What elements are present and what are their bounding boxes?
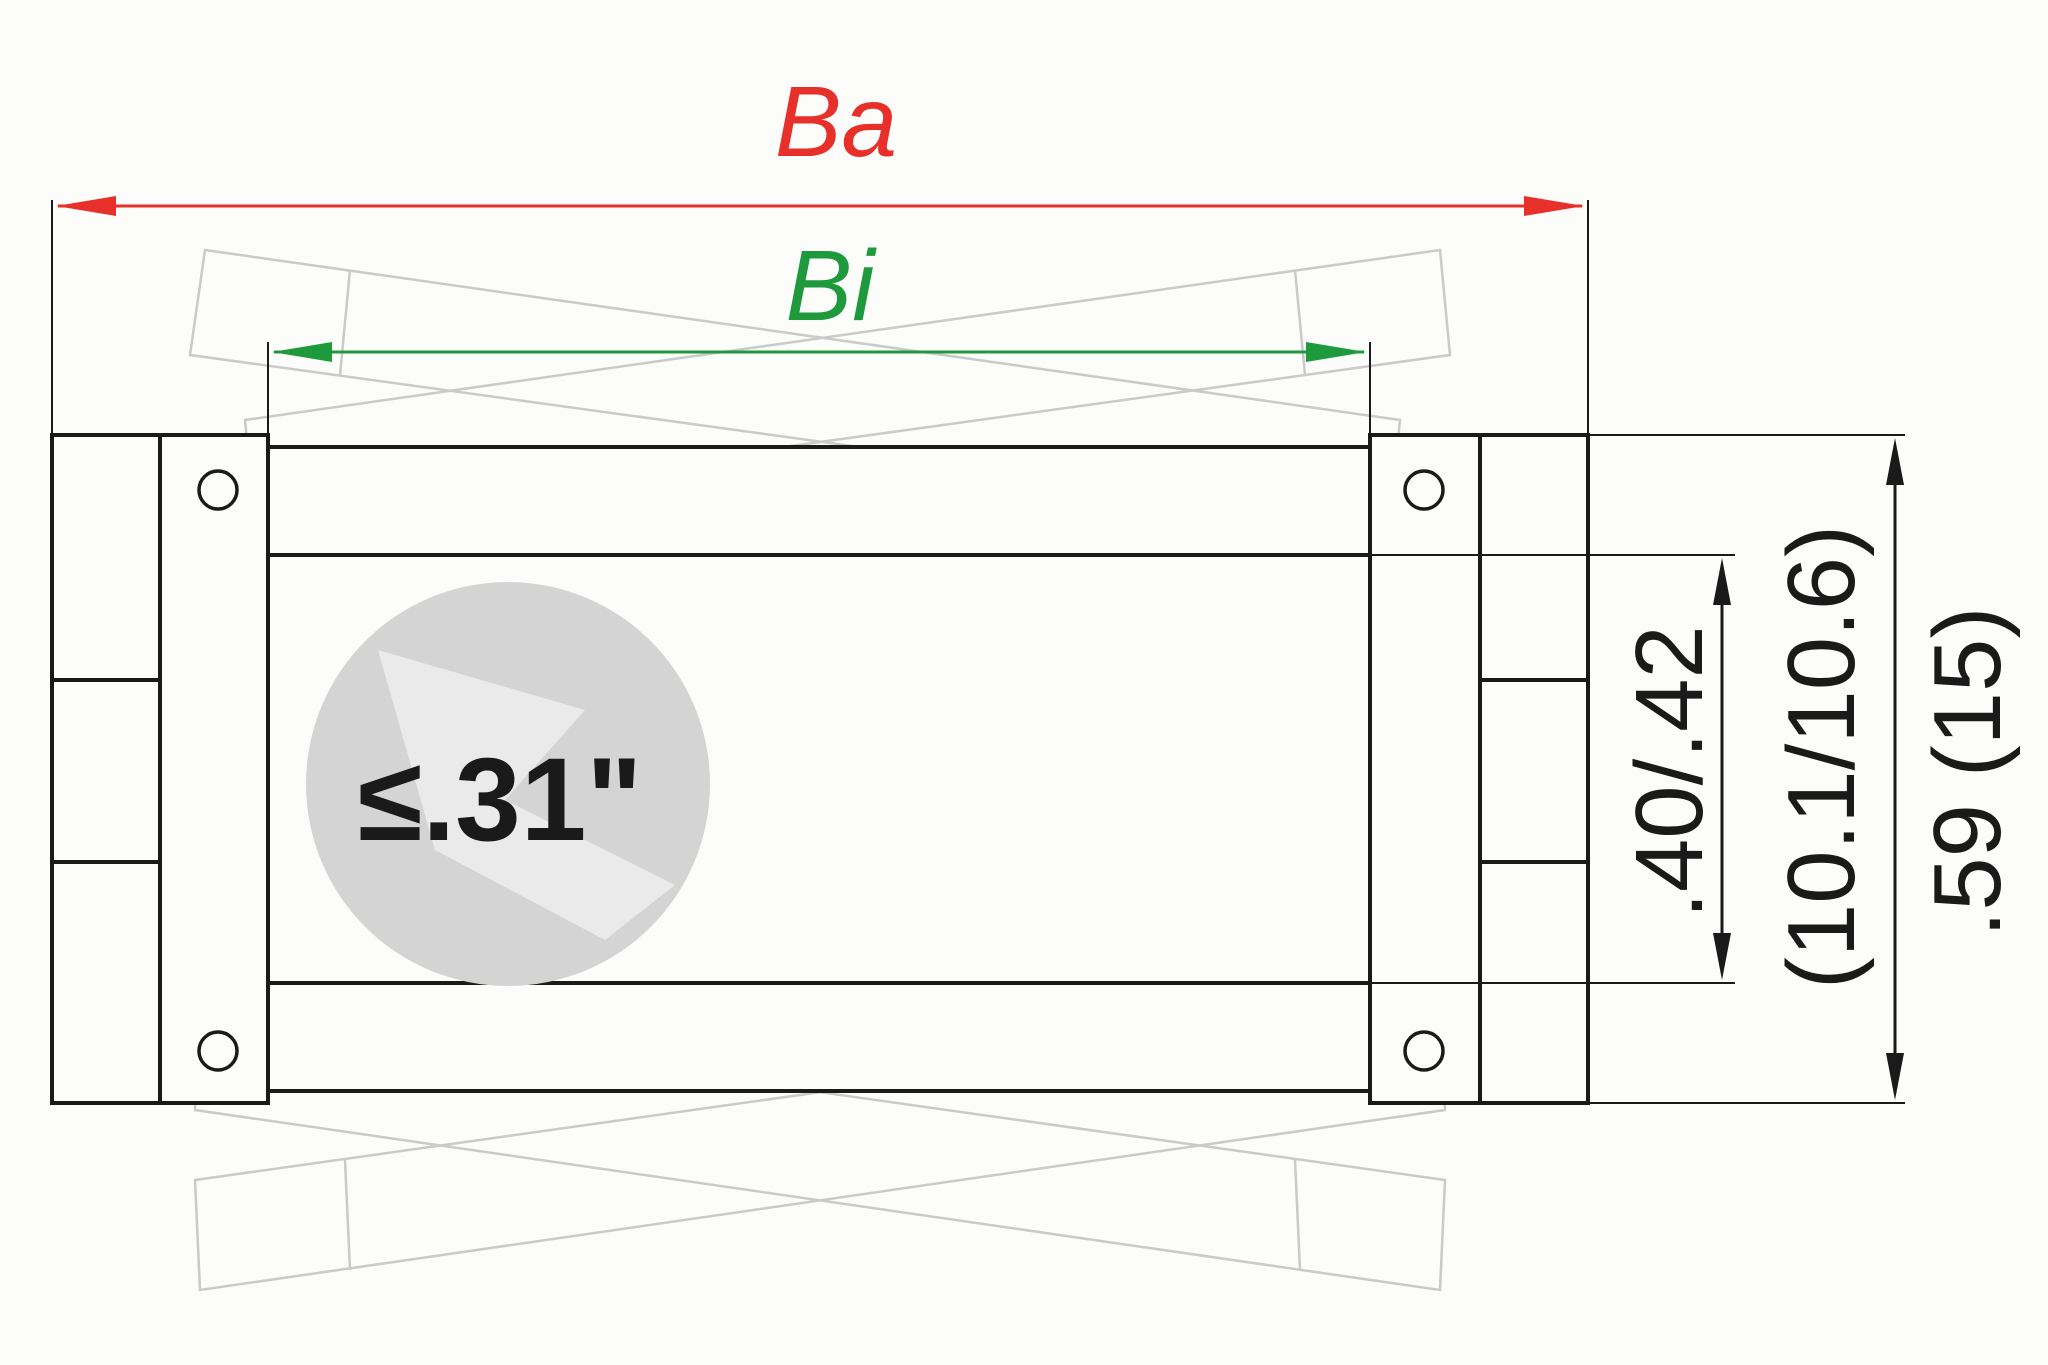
inner-height-label: .40/.42 <box>1616 625 1723 919</box>
inner-width-label: Bi <box>786 230 878 342</box>
outer-width-dimension: Ba <box>51 66 1589 435</box>
top-crossbar <box>266 445 1372 557</box>
inner-width-dimension: Bi <box>267 230 1371 447</box>
outer-height-label: .59 (15) <box>1914 607 2021 938</box>
inner-height-mm-label: (10.1/10.6) <box>1768 525 1875 989</box>
pin-hole-top-right <box>1403 469 1445 511</box>
bend-radius-arrow <box>378 650 675 940</box>
outer-width-label: Ba <box>775 66 897 178</box>
pin-holes <box>197 469 1445 1072</box>
right-inner-plate <box>1368 433 1482 1105</box>
bend-radius-badge: ≤.31" <box>306 582 710 986</box>
chain-link-outline <box>50 433 1590 1105</box>
outer-height-dimension <box>1588 434 1905 1104</box>
pin-hole-bottom-right <box>1403 1030 1445 1072</box>
pin-hole-bottom-left <box>197 1030 239 1072</box>
bend-radius-label: ≤.31" <box>358 734 643 866</box>
pin-hole-top-left <box>197 469 239 511</box>
bottom-crossbar <box>266 981 1372 1093</box>
left-inner-plate <box>158 433 270 1105</box>
right-outer-plate <box>1478 433 1590 1105</box>
left-outer-plate <box>50 433 162 1105</box>
inner-height-dimension <box>1370 554 1735 984</box>
